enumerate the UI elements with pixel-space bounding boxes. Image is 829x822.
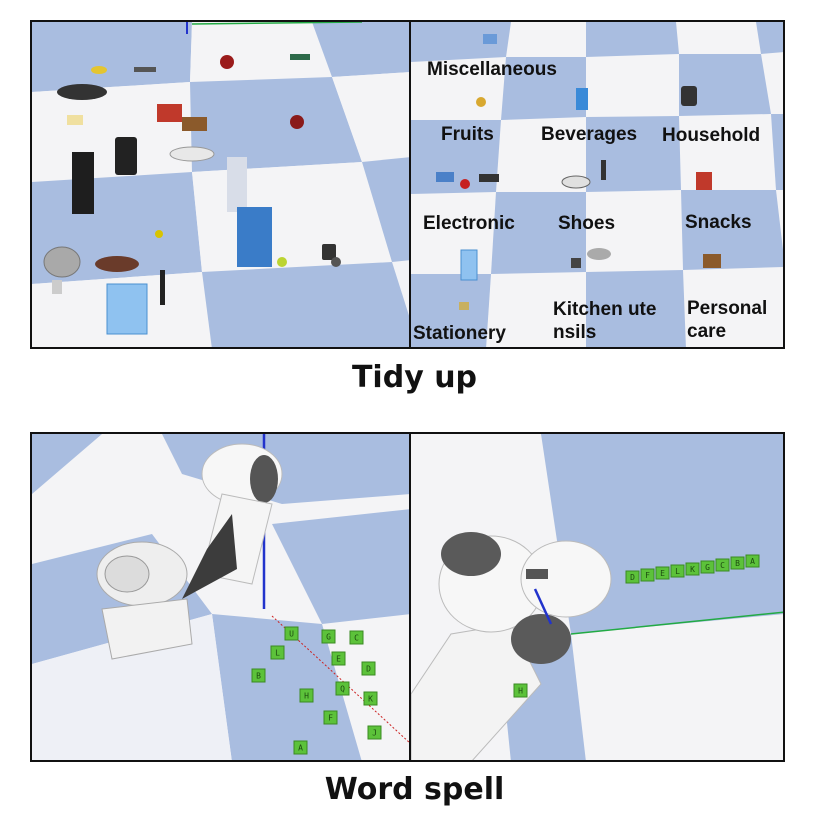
- scattered-letter-block: J: [372, 729, 377, 738]
- caption-word-spell: Word spell: [324, 772, 505, 807]
- category-label-personal-care: Personal care: [687, 298, 768, 342]
- scattered-letter-block: D: [366, 665, 371, 674]
- category-label-miscellaneous: Miscellaneous: [427, 59, 557, 80]
- category-label-beverages: Beverages: [541, 124, 638, 145]
- category-label-electronic: Electronic: [423, 213, 515, 234]
- scattered-letter-block: G: [326, 633, 331, 642]
- scattered-letter-block: F: [328, 714, 333, 723]
- scattered-letter-block: L: [275, 649, 280, 658]
- held-letter-block: H: [518, 687, 523, 696]
- word-spell-scattered-view: U G C L E D B H Q K F J A: [30, 432, 411, 762]
- word-spell-arranged-view: D F E L K G C B A H: [409, 432, 785, 762]
- scattered-letter-block: Q: [340, 685, 345, 694]
- scattered-letter-block: H: [304, 692, 309, 701]
- scattered-letter-block: E: [336, 655, 341, 664]
- word-spell-scene-arranged: D F E L K G C B A H: [411, 434, 783, 760]
- tidy-up-scene-sorted: [411, 22, 783, 347]
- category-label-stationery: Stationery: [413, 323, 506, 344]
- word-spell-scene-scattered: U G C L E D B H Q K F J A: [32, 434, 409, 760]
- arranged-letter-block: K: [690, 565, 695, 574]
- arranged-letter-block: F: [645, 571, 650, 580]
- category-label-snacks: Snacks: [685, 212, 752, 233]
- category-label-shoes: Shoes: [558, 213, 616, 234]
- tidy-up-scattered-view: [30, 20, 411, 349]
- scattered-letter-block: B: [256, 672, 261, 681]
- category-label-kitchen-utensils: Kitchen ute nsils: [553, 299, 657, 343]
- caption-tidy-up: Tidy up: [351, 360, 478, 395]
- category-label-fruits: Fruits: [441, 124, 494, 145]
- category-label-household: Household: [662, 125, 761, 146]
- arranged-letter-block: L: [675, 567, 680, 576]
- arranged-letter-block: E: [660, 569, 665, 578]
- arranged-letter-block: C: [720, 561, 725, 570]
- arranged-letter-block: G: [705, 563, 710, 572]
- scattered-letter-block: U: [289, 630, 294, 639]
- arranged-letter-block: A: [750, 557, 755, 566]
- scattered-letter-block: A: [298, 744, 303, 753]
- arranged-letter-block: D: [630, 573, 635, 582]
- arranged-letter-block: B: [735, 559, 740, 568]
- scattered-letter-block: K: [368, 695, 373, 704]
- tidy-up-scene-scattered: [32, 22, 409, 347]
- tidy-up-sorted-view: Miscellaneous Fruits Beverages Household…: [409, 20, 785, 349]
- scattered-letter-block: C: [354, 634, 359, 643]
